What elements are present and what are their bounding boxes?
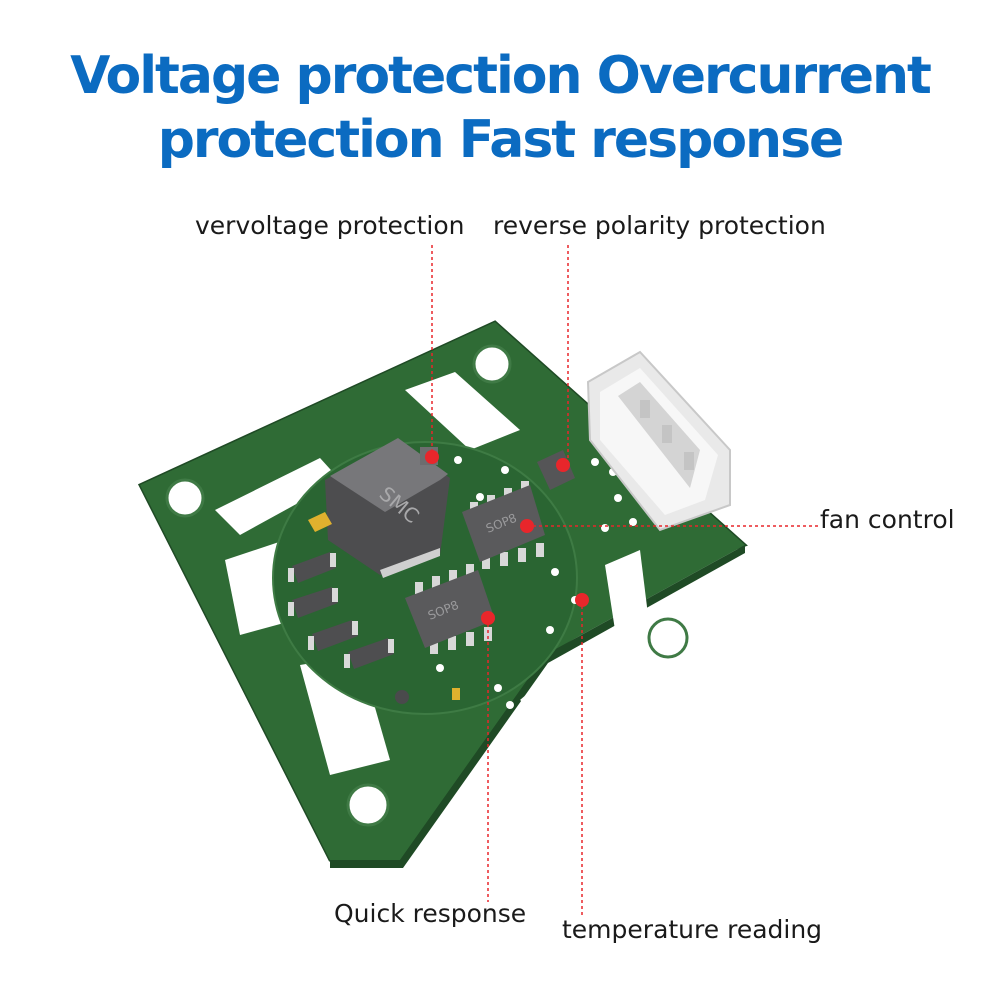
sop8-chip-1: SOP8 [462,481,545,569]
sop8-chip-2: SOP8 [405,564,495,654]
callout-markers [425,450,589,625]
marker-overvoltage [425,450,439,464]
headline-line-1: Voltage protection Overcurrent [70,46,932,106]
headline-line-2: protection Fast response [157,110,845,170]
callout-overvoltage: vervoltage protection [195,211,465,240]
callout-lines [431,245,820,918]
mounting-holes [165,344,689,827]
smc-inductor: SMC [325,438,450,578]
marker-fan-control [520,519,534,533]
callout-temperature: temperature reading [562,915,823,944]
fan-connector [586,350,731,532]
headline: Voltage protection Overcurrent protectio… [0,44,1000,172]
marker-reverse-polarity [556,458,570,472]
callout-quick-response: Quick response [334,899,527,928]
marker-quick-response [481,611,495,625]
marker-temperature [575,593,589,607]
callout-fan-control: fan control [820,505,955,534]
callout-reverse-polarity: reverse polarity protection [493,211,826,240]
smd-resistors [288,552,394,669]
